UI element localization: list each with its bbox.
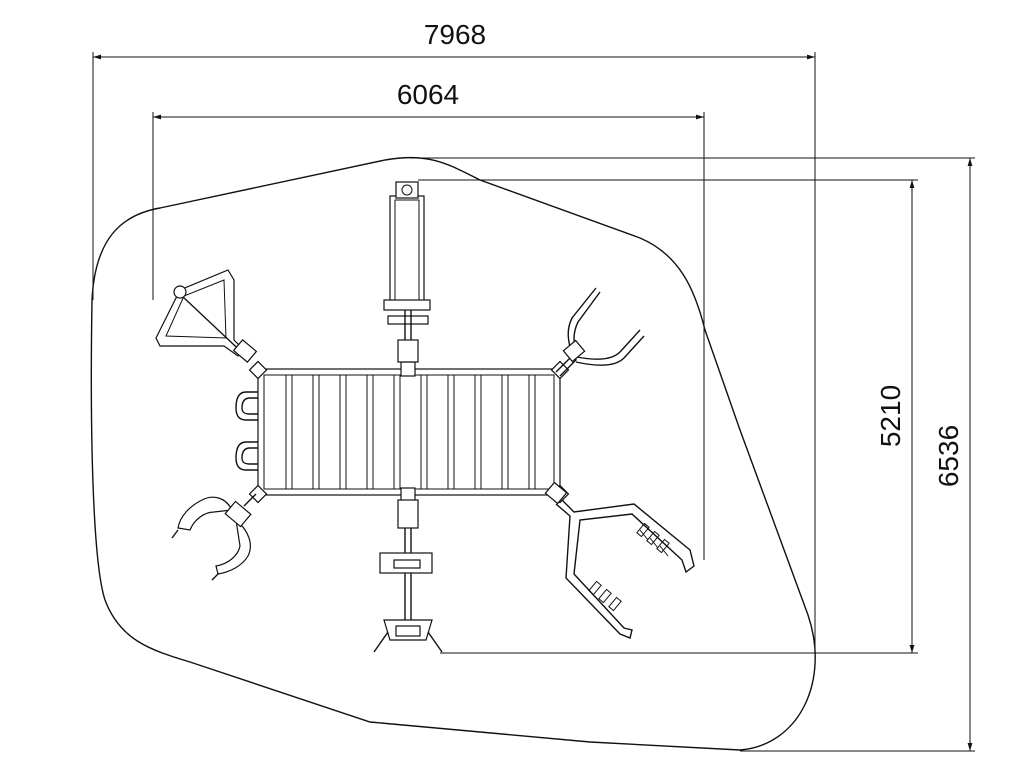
- station-top-bench: [383, 181, 431, 363]
- station-bottom-right-bars: [544, 481, 695, 639]
- central-frame: [248, 360, 570, 504]
- dimension-overall-depth: 6536: [410, 157, 975, 752]
- dimension-overall-width: 7968: [92, 19, 816, 660]
- station-top-right-handles: [555, 287, 645, 377]
- station-top-left-triangle: [155, 269, 258, 363]
- station-left-steps: [235, 391, 258, 471]
- dimension-label-overall-width: 7968: [424, 19, 486, 50]
- station-bottom-seat: [373, 499, 443, 653]
- dimension-label-frame-width: 6064: [397, 79, 459, 110]
- station-bottom-left-pedals: [171, 493, 257, 581]
- dimension-frame-width: 6064: [152, 79, 705, 560]
- dimension-label-overall-depth: 6536: [933, 425, 964, 487]
- frame-rungs: [285, 374, 536, 490]
- dimension-label-frame-depth: 5210: [875, 385, 906, 447]
- dimension-frame-depth: 5210: [418, 179, 918, 654]
